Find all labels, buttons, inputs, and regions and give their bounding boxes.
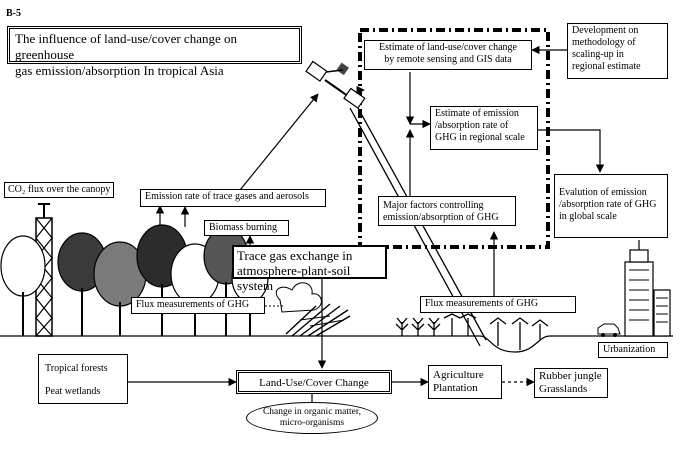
satellite-icon bbox=[305, 60, 366, 109]
regional-estimate-frame bbox=[358, 28, 550, 249]
box-methodology: Development on methodology of scaling-up… bbox=[567, 23, 668, 79]
box-organic-matter: Change in organic matter, micro-organism… bbox=[246, 402, 378, 434]
box-major-factors: Major factors controlling emission/absor… bbox=[378, 196, 516, 226]
box-trace-gas-exchange: Trace gas exchange in atmosphere-plant-s… bbox=[232, 245, 387, 293]
box-trace-gases: Emission rate of trace gases and aerosol… bbox=[140, 189, 326, 207]
box-regional-scale: Estimate of emission /absorption rate of… bbox=[430, 106, 538, 150]
crop-plant-icon bbox=[395, 313, 549, 350]
label-peat-wetlands: Peat wetlands bbox=[45, 386, 101, 397]
diagram-title: The influence of land-use/cover change o… bbox=[7, 26, 302, 78]
box-rubber-grasslands: Rubber jungle Grasslands bbox=[534, 368, 608, 398]
box-biomass-burning: Biomass burning bbox=[204, 220, 289, 236]
box-flux-field: Flux measurements of GHG bbox=[420, 296, 576, 313]
label-co2-flux: CO₂ flux over the canopy bbox=[4, 182, 115, 198]
box-urbanization: Urbanization bbox=[598, 342, 668, 358]
tree-icon bbox=[0, 235, 46, 336]
car-icon bbox=[597, 323, 621, 337]
box-global-scale: Evalution of emission /absorption rate o… bbox=[554, 174, 668, 238]
box-land-use-change: Land-Use/Cover Change bbox=[236, 370, 392, 394]
figure-id: B-5 bbox=[6, 8, 21, 19]
fire-smoke-icon bbox=[275, 282, 351, 337]
box-remote-sensing: Estimate of land-use/cover change by rem… bbox=[364, 40, 532, 70]
label-tropical-forests: Tropical forests bbox=[45, 363, 108, 374]
box-flux-forest: Flux measurements of GHG bbox=[131, 297, 265, 314]
bracket-land-types bbox=[38, 354, 128, 404]
office-building-icon bbox=[624, 240, 671, 337]
box-agriculture-plantation: Agriculture Plantation bbox=[428, 365, 502, 399]
